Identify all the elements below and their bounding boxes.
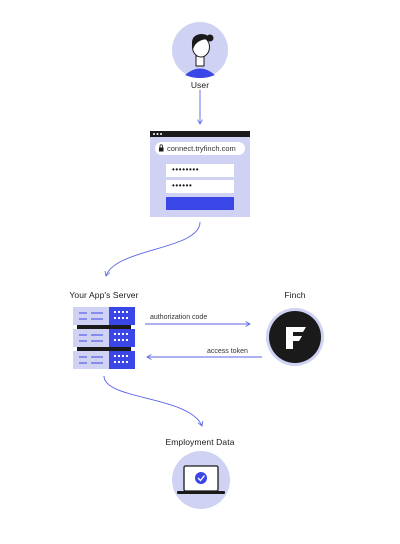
submit-button: [166, 197, 234, 210]
url-text: connect.tryfinch.com: [167, 144, 236, 153]
server-icon: [73, 307, 135, 369]
server-label: Your App's Server: [69, 290, 139, 300]
finch-label: Finch: [284, 290, 306, 300]
login-window: [150, 131, 250, 217]
address-bar: [155, 142, 245, 155]
lock-icon: [159, 144, 164, 152]
employment-label: Employment Data: [165, 437, 235, 447]
access-token-label: access token: [207, 348, 248, 355]
password-value-2: ••••••: [172, 181, 193, 190]
password-value-1: ••••••••: [172, 165, 200, 174]
user-avatar-icon: [172, 22, 228, 78]
password-field-2: [166, 180, 234, 193]
edge-login-server: [104, 221, 201, 277]
authorization-code-label: authorization code: [150, 314, 208, 321]
user-label: User: [190, 80, 210, 90]
password-field-1: [166, 164, 234, 177]
edge-server-employment: [103, 375, 204, 427]
laptop-check-icon: [172, 451, 230, 509]
window-titlebar: [150, 131, 250, 137]
finch-logo-icon: [266, 308, 324, 366]
